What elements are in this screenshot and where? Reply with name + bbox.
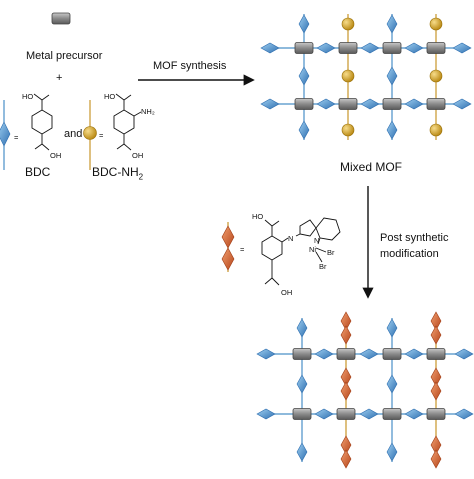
mixed-mof-lattice: [260, 14, 472, 140]
linker-ball: [341, 123, 355, 137]
bdc-linker-icon: [0, 100, 11, 170]
linker-diamond: [430, 381, 442, 401]
linker-diamond: [340, 381, 352, 401]
bdc-nh2-linker-icon: [83, 100, 97, 170]
ni-oh-label: OH: [281, 288, 292, 297]
linker-diamond: [314, 408, 334, 420]
linker-diamond: [296, 442, 308, 462]
linker-diamond: [404, 98, 424, 110]
linker-diamond: [314, 348, 334, 360]
linker-diamond: [452, 42, 472, 54]
mof-synthesis-label: MOF synthesis: [153, 60, 227, 72]
bdc-nh2-ho-label: HO: [104, 92, 115, 101]
svg-text:=: =: [240, 245, 245, 254]
metal-node: [426, 98, 446, 110]
metal-precursor-label: Metal precursor: [26, 50, 103, 62]
bdc-nh2-label: BDC-NH2: [92, 165, 143, 181]
linker-diamond: [360, 98, 380, 110]
bdc-oh-label: OH: [50, 151, 61, 160]
linker-diamond: [316, 98, 336, 110]
linker-ball: [341, 69, 355, 83]
linker-diamond: [404, 408, 424, 420]
ni-ho-label: HO: [252, 212, 263, 221]
linker-diamond: [256, 348, 276, 360]
linker-diamond: [430, 325, 442, 345]
svg-text:=: =: [99, 131, 104, 140]
linker-diamond: [340, 325, 352, 345]
metal-node: [382, 98, 402, 110]
post-synthetic-label-line1: Post synthetic: [380, 232, 449, 244]
svg-text:=: =: [14, 133, 19, 142]
metal-node-icon: [51, 12, 71, 25]
mixed-mof-label: Mixed MOF: [340, 160, 403, 174]
linker-diamond: [404, 348, 424, 360]
linker-diamond: [386, 14, 398, 34]
metal-node: [336, 408, 356, 420]
linker-diamond: [296, 318, 308, 338]
bdc-ho-label: HO: [22, 92, 33, 101]
ni-n1-label: N: [288, 234, 293, 243]
linker-ball: [429, 17, 443, 31]
metal-node: [382, 408, 402, 420]
metal-node: [426, 42, 446, 54]
metal-node: [426, 408, 446, 420]
linker-ball: [429, 69, 443, 83]
metal-node: [292, 408, 312, 420]
linker-diamond: [256, 408, 276, 420]
metal-node: [426, 348, 446, 360]
metal-node: [382, 348, 402, 360]
linker-diamond: [296, 374, 308, 394]
bdc-nh2-label-main: BDC-NH: [92, 165, 139, 179]
bdc-structure: [31, 93, 53, 151]
linker-diamond: [454, 408, 474, 420]
and-label: and: [64, 128, 83, 140]
linker-diamond: [386, 66, 398, 86]
metal-node: [292, 348, 312, 360]
ni-br2-label: Br: [319, 262, 327, 271]
post-synthetic-label-line2: modification: [380, 248, 439, 260]
linker-diamond: [316, 42, 336, 54]
metal-node: [338, 98, 358, 110]
modified-mof-lattice: [256, 311, 474, 469]
linker-diamond: [298, 120, 310, 140]
bdc-nh2-oh-label: OH: [132, 151, 143, 160]
bdc-nh2-label-sub: 2: [138, 172, 144, 182]
ni-n2-label: N: [314, 236, 319, 245]
linker-diamond: [454, 348, 474, 360]
linker-diamond: [359, 348, 379, 360]
linker-diamond: [386, 374, 398, 394]
metal-node: [382, 42, 402, 54]
metal-node: [336, 348, 356, 360]
ni-br1-label: Br: [327, 248, 335, 257]
linker-diamond: [359, 408, 379, 420]
linker-ball: [341, 17, 355, 31]
linker-diamond: [340, 449, 352, 469]
linker-diamond: [360, 42, 380, 54]
ni-complex-linker-icon: [221, 222, 235, 272]
linker-diamond: [260, 98, 280, 110]
linker-diamond: [430, 449, 442, 469]
linker-diamond: [386, 120, 398, 140]
linker-diamond: [386, 442, 398, 462]
metal-node: [294, 98, 314, 110]
linker-diamond: [452, 98, 472, 110]
linker-diamond: [298, 14, 310, 34]
linker-diamond: [386, 318, 398, 338]
linker-ball: [429, 123, 443, 137]
linker-diamond: [298, 66, 310, 86]
ni-complex-structure: [261, 217, 341, 286]
linker-diamond: [260, 42, 280, 54]
bdc-nh2-nh2-label: NH₂: [141, 107, 155, 116]
bdc-nh2-structure: [113, 93, 142, 151]
ni-metal-label: Ni: [309, 245, 316, 254]
bdc-label: BDC: [25, 165, 51, 179]
metal-node: [338, 42, 358, 54]
linker-diamond: [404, 42, 424, 54]
plus-sign: +: [56, 72, 63, 84]
metal-node: [294, 42, 314, 54]
